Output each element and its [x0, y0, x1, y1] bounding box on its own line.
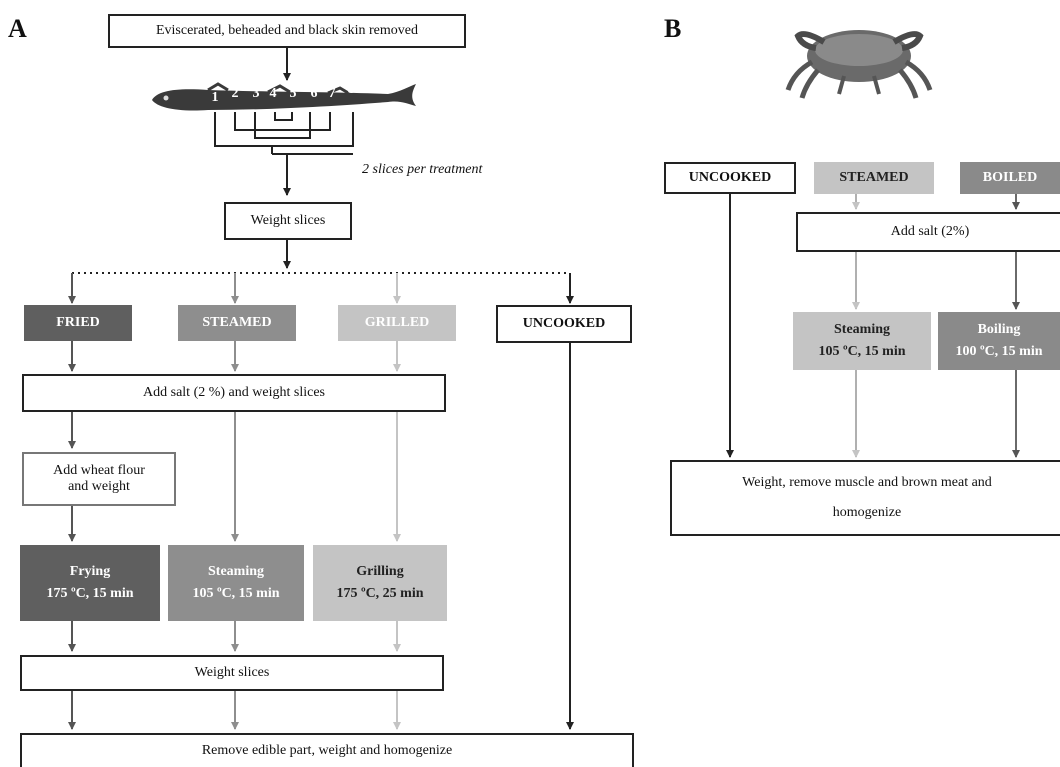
slice-number: 7 — [328, 86, 336, 101]
frying-conditions: 175 ºC, 15 min — [46, 586, 134, 601]
grilled-label: GRILLED — [338, 305, 456, 341]
b-add-salt-box: Add salt (2%) — [796, 212, 1060, 252]
grilling-box: Grilling 175 ºC, 25 min — [313, 545, 447, 621]
slice-number: 8 — [347, 82, 355, 97]
slice-number: 2 — [231, 86, 239, 101]
weight-slices-bottom-box: Weight slices — [20, 655, 444, 691]
b-boiling-name: Boiling — [977, 322, 1021, 337]
add-flour-box: Add wheat flour and weight — [22, 452, 176, 506]
grilling-name: Grilling — [356, 564, 404, 579]
panel-b-letter: B — [664, 14, 682, 43]
b-steaming-name: Steaming — [834, 322, 890, 337]
slice-numbers: 1 2 3 4 5 6 7 8 — [208, 82, 368, 108]
b-steamed-label: STEAMED — [814, 162, 934, 194]
panel-a-letter: A — [8, 14, 27, 43]
fish-illustration — [152, 82, 416, 111]
uncooked-label: UNCOOKED — [496, 305, 632, 343]
add-flour-line1: Add wheat flour — [53, 463, 145, 478]
fish-eye-icon — [163, 95, 169, 101]
slices-note: 2 slices per treatment — [362, 162, 483, 177]
slice-number: 1 — [211, 90, 219, 105]
add-flour-line2: and weight — [68, 479, 130, 494]
b-final-line2: homogenize — [832, 505, 902, 520]
crab-illustration — [785, 30, 933, 99]
steaming-conditions: 105 ºC, 15 min — [192, 586, 280, 601]
final-step-box: Remove edible part, weight and homogeniz… — [20, 733, 634, 767]
b-final-line1: Weight, remove muscle and brown meat and — [742, 475, 992, 490]
slice-number: 6 — [310, 86, 318, 101]
steaming-box: Steaming 105 ºC, 15 min — [168, 545, 304, 621]
b-boiled-label: BOILED — [960, 162, 1060, 194]
steamed-label: STEAMED — [178, 305, 296, 341]
b-uncooked-label: UNCOOKED — [664, 162, 796, 194]
b-final-box: Weight, remove muscle and brown meat and… — [670, 460, 1060, 536]
grilling-conditions: 175 ºC, 25 min — [336, 586, 424, 601]
frying-box: Frying 175 ºC, 15 min — [20, 545, 160, 621]
b-steaming-box: Steaming 105 ºC, 15 min — [793, 312, 931, 370]
frying-name: Frying — [69, 564, 111, 579]
b-boiling-box: Boiling 100 ºC, 15 min — [938, 312, 1060, 370]
slice-brackets — [214, 112, 354, 155]
slice-number: 3 — [252, 86, 260, 101]
prep-step-box: Eviscerated, beheaded and black skin rem… — [108, 14, 466, 48]
slice-number: 4 — [269, 86, 277, 101]
slice-number: 5 — [289, 86, 297, 101]
b-boiling-conditions: 100 ºC, 15 min — [955, 344, 1043, 359]
steaming-name: Steaming — [208, 564, 264, 579]
add-salt-box: Add salt (2 %) and weight slices — [22, 374, 446, 412]
weight-slices-top-box: Weight slices — [224, 202, 352, 240]
b-steaming-conditions: 105 ºC, 15 min — [818, 344, 906, 359]
fried-label: FRIED — [24, 305, 132, 341]
